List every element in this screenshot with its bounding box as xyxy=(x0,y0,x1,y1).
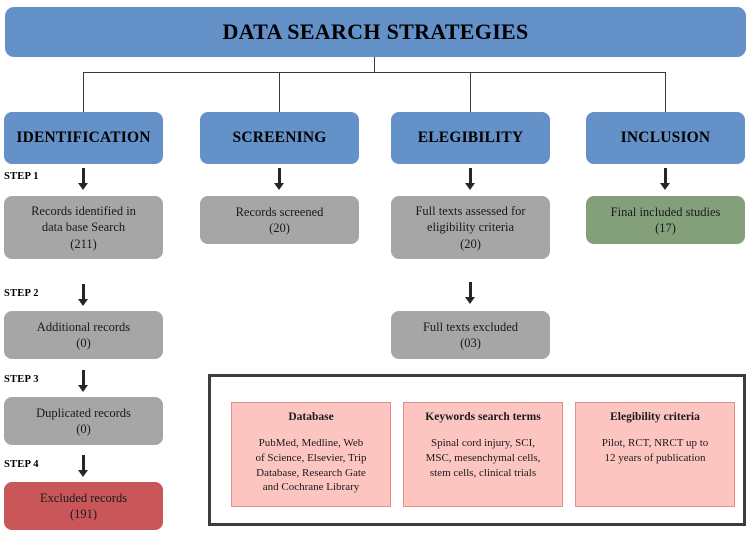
box-full-texts-excluded-count: (03) xyxy=(460,336,481,350)
box-duplicated-records-line1: Duplicated records xyxy=(36,405,131,420)
connector-drop-inclusion xyxy=(665,72,666,112)
legend-card-elegibility-criteria-title: Elegibility criteria xyxy=(610,411,700,423)
legend-card-elegibility-criteria[interactable]: Elegibility criteria Pilot, RCT, NRCT up… xyxy=(575,402,735,507)
box-excluded-records[interactable]: Excluded records (191) xyxy=(4,482,163,530)
step-label-1-text: STEP 1 xyxy=(4,171,39,182)
stage-header-inclusion-label: INCLUSION xyxy=(620,129,711,146)
arrow-screening xyxy=(274,168,284,190)
step-label-4: STEP 4 xyxy=(4,459,39,470)
arrow-step3 xyxy=(78,370,88,392)
legend-card-database-line1: PubMed, Medline, Web xyxy=(258,437,364,450)
stage-header-identification-label: IDENTIFICATION xyxy=(16,129,151,146)
legend-card-keywords-title: Keywords search terms xyxy=(425,411,541,423)
box-excluded-records-line1: Excluded records xyxy=(39,490,128,505)
stage-header-elegibility-label: ELEGIBILITY xyxy=(417,129,524,146)
connector-drop-identification xyxy=(83,72,84,112)
connector-drop-screening xyxy=(279,72,280,112)
box-full-texts-assessed-line2: eligibility criteria xyxy=(426,220,515,235)
legend-card-elegibility-criteria-line2: 12 years of publication xyxy=(604,451,706,464)
box-full-texts-excluded[interactable]: Full texts excluded (03) xyxy=(391,311,550,359)
legend-card-elegibility-criteria-body: Pilot, RCT, NRCT up to 12 years of publi… xyxy=(602,436,709,465)
box-full-texts-assessed-line1: Full texts assessed for xyxy=(415,203,526,218)
legend-card-database-body: PubMed, Medline, Web of Science, Elsevie… xyxy=(255,436,366,495)
step-label-2-text: STEP 2 xyxy=(4,288,39,299)
stage-header-screening[interactable]: SCREENING xyxy=(200,112,359,164)
step-label-2: STEP 2 xyxy=(4,288,39,299)
box-duplicated-records[interactable]: Duplicated records (0) xyxy=(4,397,163,445)
legend-card-database[interactable]: Database PubMed, Medline, Web of Science… xyxy=(231,402,391,507)
box-records-identified-line2: data base Search xyxy=(41,220,126,235)
arrow-elegibility xyxy=(465,168,475,190)
step-label-4-text: STEP 4 xyxy=(4,459,39,470)
arrow-inclusion xyxy=(660,168,670,190)
connector-horizontal-bus xyxy=(83,72,666,73)
box-excluded-records-count: (191) xyxy=(69,507,98,521)
box-full-texts-excluded-line1: Full texts excluded xyxy=(422,319,519,334)
legend-card-database-line4: and Cochrane Library xyxy=(262,481,360,494)
arrow-step2 xyxy=(78,284,88,306)
box-additional-records[interactable]: Additional records (0) xyxy=(4,311,163,359)
box-records-screened-count: (20) xyxy=(269,221,290,235)
legend-card-keywords-line1: Spinal cord injury, SCI, xyxy=(430,437,536,450)
step-label-3-text: STEP 3 xyxy=(4,374,39,385)
box-records-screened[interactable]: Records screened (20) xyxy=(200,196,359,244)
box-final-included-studies[interactable]: Final included studies (17) xyxy=(586,196,745,244)
box-duplicated-records-count: (0) xyxy=(76,422,91,436)
legend-card-keywords[interactable]: Keywords search terms Spinal cord injury… xyxy=(403,402,563,507)
legend-card-elegibility-criteria-line1: Pilot, RCT, NRCT up to xyxy=(601,437,709,450)
step-label-3: STEP 3 xyxy=(4,374,39,385)
legend-card-database-line2: of Science, Elsevier, Trip xyxy=(255,451,367,464)
legend-card-keywords-line2: MSC, mesenchymal cells, xyxy=(425,451,541,464)
box-full-texts-assessed[interactable]: Full texts assessed for eligibility crit… xyxy=(391,196,550,259)
stage-header-inclusion[interactable]: INCLUSION xyxy=(586,112,745,164)
chart-title-text: DATA SEARCH STRATEGIES xyxy=(222,19,529,44)
stage-header-identification[interactable]: IDENTIFICATION xyxy=(4,112,163,164)
legend-card-keywords-line3: stem cells, clinical trials xyxy=(429,466,537,479)
box-additional-records-line1: Additional records xyxy=(36,319,131,334)
connector-title-stem xyxy=(374,57,375,73)
box-final-included-studies-count: (17) xyxy=(655,221,676,235)
legend-card-database-line3: Database, Research Gate xyxy=(256,466,366,479)
step-label-1: STEP 1 xyxy=(4,171,39,182)
box-records-identified-count: (211) xyxy=(70,236,97,251)
arrow-full-texts-excluded xyxy=(465,282,475,304)
stage-header-screening-label: SCREENING xyxy=(232,129,327,146)
arrow-step1 xyxy=(78,168,88,190)
box-final-included-studies-line1: Final included studies xyxy=(610,204,721,219)
box-additional-records-count: (0) xyxy=(76,336,91,350)
chart-title-banner: DATA SEARCH STRATEGIES xyxy=(5,7,746,57)
box-full-texts-assessed-count: (20) xyxy=(460,236,481,251)
legend-card-database-title: Database xyxy=(288,411,334,423)
box-records-identified-line1: Records identified in xyxy=(31,203,136,218)
box-records-identified[interactable]: Records identified in data base Search (… xyxy=(4,196,163,259)
stage-header-elegibility[interactable]: ELEGIBILITY xyxy=(391,112,550,164)
box-records-screened-line1: Records screened xyxy=(235,204,324,219)
legend-card-keywords-body: Spinal cord injury, SCI, MSC, mesenchyma… xyxy=(426,436,541,480)
connector-drop-elegibility xyxy=(470,72,471,112)
arrow-step4 xyxy=(78,455,88,477)
